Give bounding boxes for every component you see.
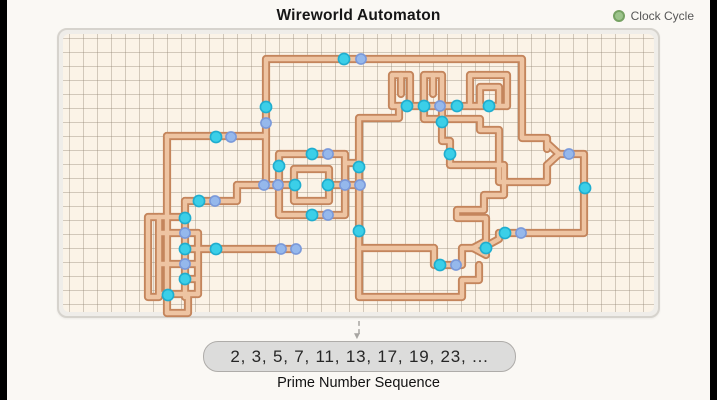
electron-head	[482, 99, 496, 113]
wire	[164, 291, 191, 316]
electron-tail	[450, 259, 462, 271]
electron-tail	[515, 227, 527, 239]
output-sequence-text: 2, 3, 5, 7, 11, 13, 17, 19, 23, ...	[230, 346, 489, 366]
electron-head	[479, 241, 493, 255]
electron-head	[305, 147, 319, 161]
electron-tail	[272, 179, 284, 191]
output-arrow-line	[358, 321, 360, 334]
clock-cycle-dot-icon	[612, 10, 625, 22]
automaton-board[interactable]	[57, 28, 660, 318]
wire	[494, 149, 589, 238]
electron-tail	[260, 117, 272, 129]
electron-tail	[225, 131, 237, 143]
electron-tail	[434, 100, 446, 112]
output-sequence-box: 2, 3, 5, 7, 11, 13, 17, 19, 23, ...	[203, 341, 516, 372]
letterbox-right	[710, 0, 717, 400]
electron-head	[450, 99, 464, 113]
wire	[356, 245, 482, 300]
electron-head	[352, 224, 366, 238]
electron-tail	[179, 258, 191, 270]
wire	[477, 84, 502, 109]
electron-head	[259, 100, 273, 114]
clock-cycle-legend: Clock Cycle	[612, 9, 694, 23]
electron-tail	[209, 195, 221, 207]
electron-tail	[290, 243, 302, 255]
electron-tail	[355, 53, 367, 65]
electron-head	[161, 288, 175, 302]
electron-head	[178, 242, 192, 256]
letterbox-left	[0, 0, 7, 400]
wire	[467, 72, 510, 109]
wire	[356, 103, 402, 251]
electron-head	[337, 52, 351, 66]
electron-head	[178, 272, 192, 286]
output-caption: Prime Number Sequence	[277, 375, 440, 391]
electron-head	[578, 181, 592, 195]
electron-head	[178, 211, 192, 225]
wire	[263, 56, 550, 188]
wire	[431, 245, 476, 268]
electron-tail	[563, 148, 575, 160]
electron-tail	[258, 179, 270, 191]
wire	[354, 101, 404, 253]
electron-tail	[322, 209, 334, 221]
electron-head	[288, 178, 302, 192]
output-arrow-icon: ▼	[352, 331, 362, 342]
electron-head	[417, 99, 431, 113]
circuit-svg	[143, 52, 592, 318]
electron-head	[352, 160, 366, 174]
electron-head	[435, 115, 449, 129]
electron-head	[321, 178, 335, 192]
wire	[496, 151, 587, 236]
electron-tail	[339, 179, 351, 191]
electron-tail	[322, 148, 334, 160]
electron-head	[443, 147, 457, 161]
electron-head	[209, 242, 223, 256]
wire	[421, 103, 550, 185]
electron-tail	[179, 227, 191, 239]
clock-cycle-label: Clock Cycle	[630, 9, 694, 23]
electron-head	[192, 194, 206, 208]
electron-head	[305, 208, 319, 222]
electron-head	[272, 159, 286, 173]
electron-head	[498, 226, 512, 240]
wire	[145, 214, 162, 300]
electron-head	[209, 130, 223, 144]
electron-head	[433, 258, 447, 272]
electron-tail	[275, 243, 287, 255]
wire	[439, 103, 507, 244]
electron-head	[400, 99, 414, 113]
electron-tail	[354, 179, 366, 191]
page-title: Wireworld Automaton	[276, 7, 441, 24]
